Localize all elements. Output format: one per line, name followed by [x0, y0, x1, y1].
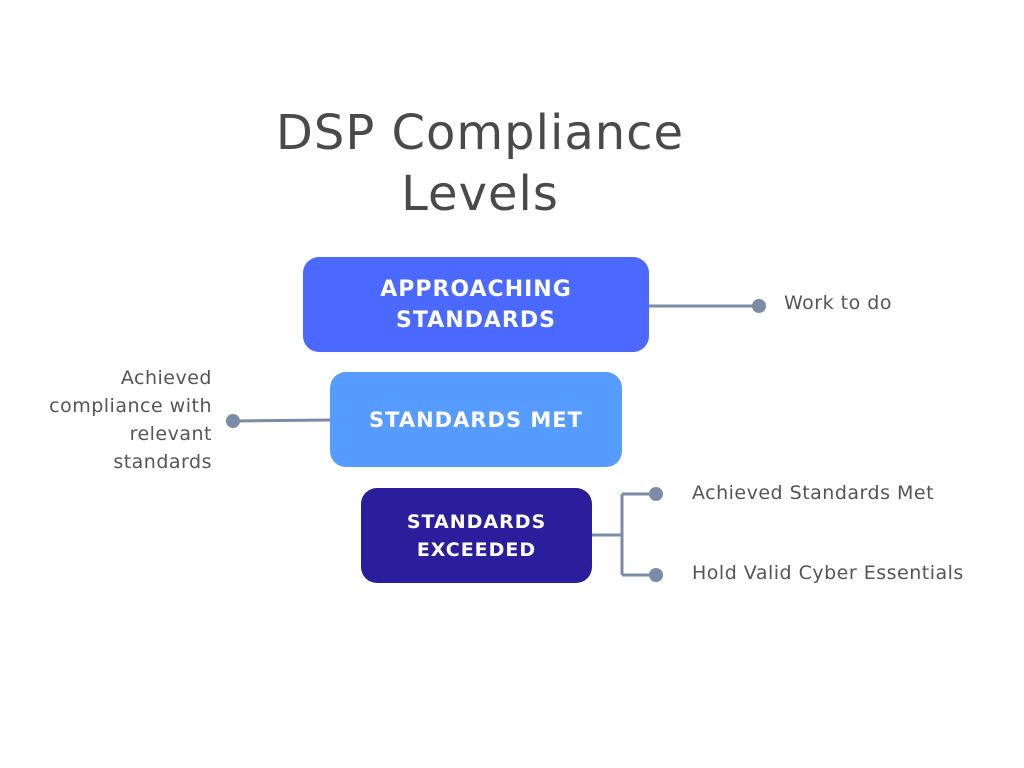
- note-hold-valid-cyber-essentials: Hold Valid Cyber Essentials: [692, 562, 964, 584]
- note-achieved-standards-met: Achieved Standards Met: [692, 482, 935, 504]
- connector-approaching-to-work: [649, 299, 766, 313]
- connector-dot-achieved: [226, 414, 240, 428]
- level-standards-met: STANDARDS MET: [330, 372, 622, 467]
- note-work-to-do: Work to do: [784, 292, 892, 314]
- connector-dot-standards-met: [649, 487, 663, 501]
- level-standards-exceeded: STANDARDS EXCEEDED: [361, 488, 592, 583]
- diagram-title: DSP Compliance Levels: [275, 105, 685, 222]
- connector-met-to-achieved: [226, 414, 332, 428]
- connector-dot-cyber: [649, 568, 663, 582]
- connector-dot-work: [752, 299, 766, 313]
- level-approaching-standards: APPROACHING STANDARDS: [303, 257, 649, 352]
- note-achieved-compliance: Achieved compliance with relevant standa…: [49, 367, 212, 473]
- connector-exceeded-branches: [592, 487, 663, 582]
